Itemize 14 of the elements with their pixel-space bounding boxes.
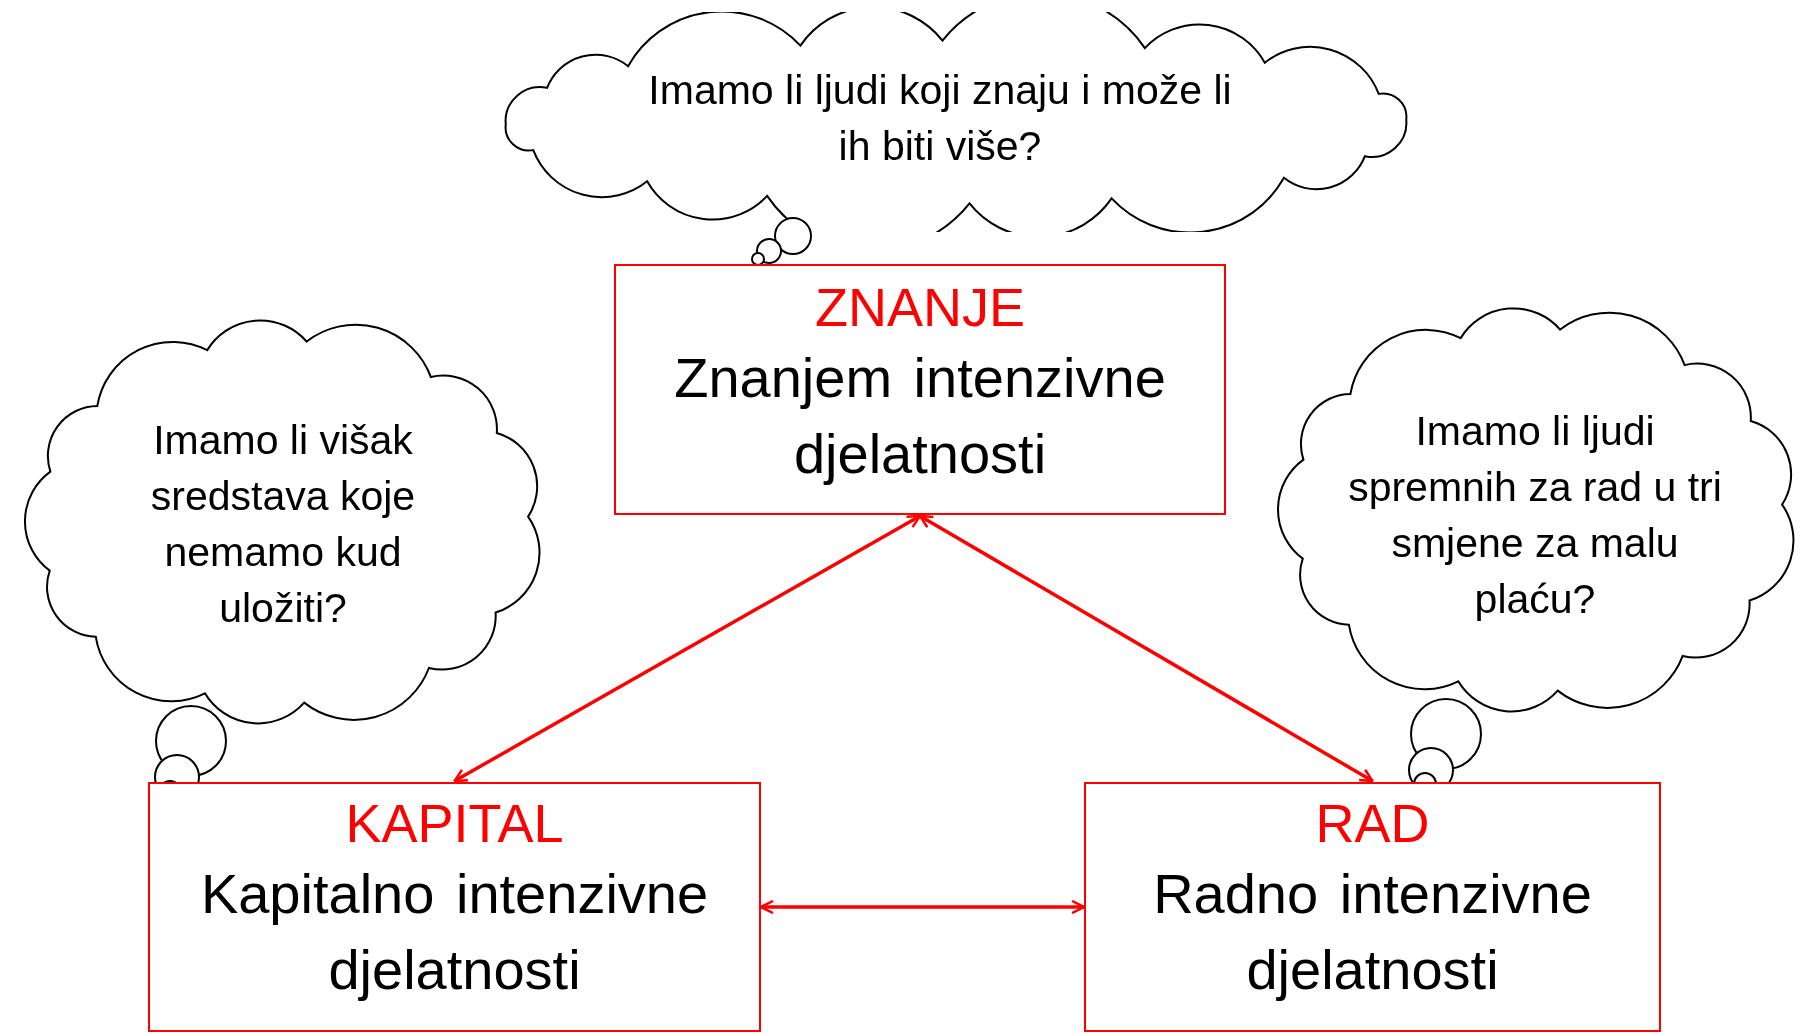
category-box — [148, 782, 761, 1032]
category-box — [614, 264, 1226, 515]
double-arrow — [453, 514, 922, 783]
category-box — [1084, 782, 1661, 1032]
question-text: Imamo li ljudi spremnih za rad u tri smjene za malu plaću? — [1347, 407, 1723, 624]
question-text: Imamo li ljudi koji znaju i može li ih biti više? — [647, 66, 1233, 171]
category-description: Znanjem intenzivne djelatnosti — [673, 345, 1167, 487]
double-arrow — [918, 514, 1374, 783]
category-heading: RAD — [1315, 792, 1430, 855]
category-description: Kapitalno intenzivne djelatnosti — [199, 861, 710, 1003]
category-description: Radno intenzivne djelatnosti — [1152, 861, 1593, 1003]
category-heading: KAPITAL — [345, 792, 564, 855]
question-text: Imamo li višak sredstava koje nemamo kud uložiti? — [149, 416, 417, 633]
category-heading: ZNANJE — [815, 276, 1025, 339]
